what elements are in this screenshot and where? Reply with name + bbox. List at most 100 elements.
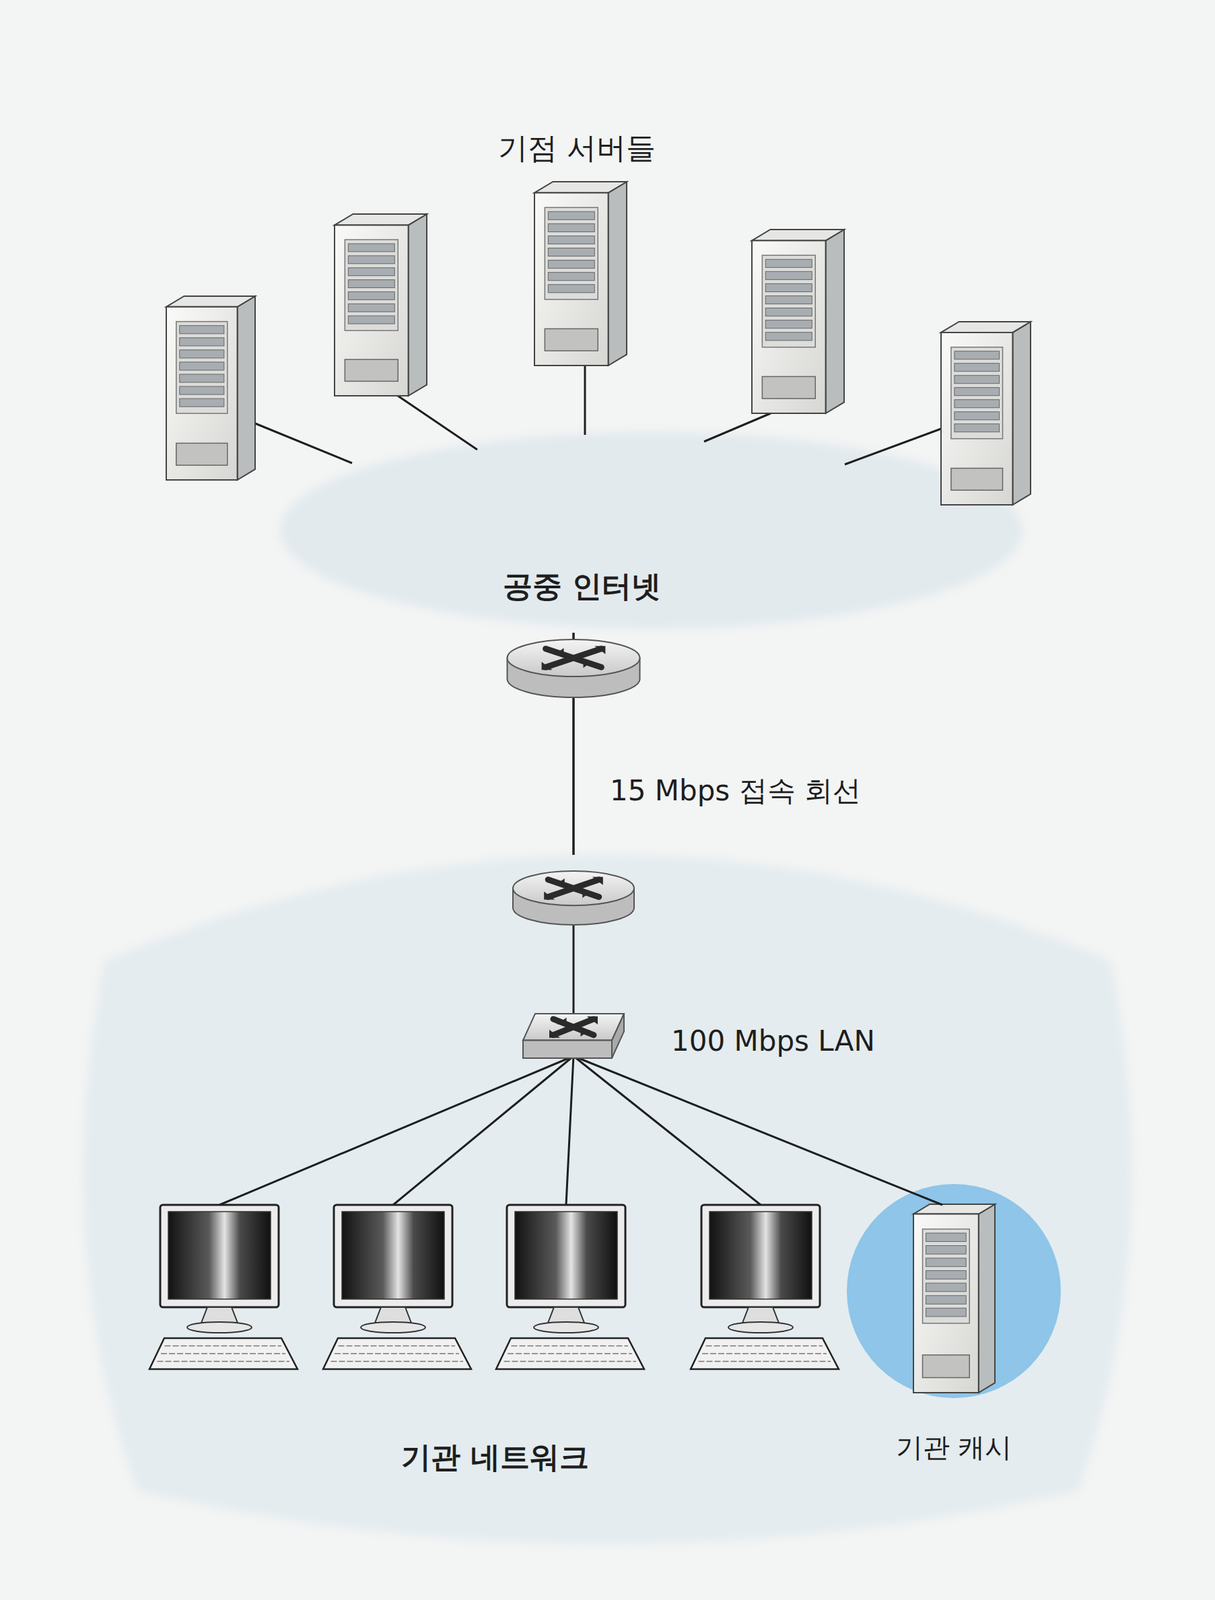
- server-slot: [179, 350, 225, 359]
- keyboard-row: [702, 1352, 827, 1355]
- monitor-base: [360, 1322, 426, 1333]
- router-arrow: [547, 879, 600, 898]
- server-slot: [926, 1282, 967, 1292]
- server-drive: [176, 442, 228, 466]
- keyboard-row: [157, 1361, 291, 1363]
- server-link: [397, 395, 478, 450]
- router-top: [507, 639, 641, 677]
- server-side: [978, 1204, 995, 1393]
- monitor-screen: [709, 1211, 812, 1300]
- lan-wires: [219, 1056, 943, 1205]
- server-top: [913, 1204, 995, 1215]
- server-link: [255, 423, 353, 464]
- monitor-screen: [514, 1211, 618, 1300]
- monitor-frame: [701, 1204, 820, 1308]
- server-top: [941, 321, 1031, 333]
- lan-wire: [393, 1056, 574, 1205]
- router-arrowhead: [541, 661, 553, 670]
- server-front: [941, 332, 1013, 505]
- router-arrow: [545, 648, 602, 668]
- switch-front: [523, 1040, 612, 1059]
- switch-side: [611, 1013, 624, 1059]
- monitor-screen: [168, 1211, 271, 1300]
- server-slot: [926, 1307, 967, 1317]
- server-slot: [926, 1258, 967, 1267]
- server-slot: [765, 308, 812, 317]
- link-speed-label: 100 Mbps LAN: [671, 1024, 876, 1058]
- server-side: [608, 181, 627, 366]
- server-slot: [954, 411, 1000, 421]
- router-arrowhead: [543, 891, 555, 900]
- server-slot: [926, 1295, 967, 1305]
- server-drive: [344, 359, 398, 381]
- host-computer: [323, 1204, 472, 1370]
- server-slot: [954, 399, 1000, 408]
- keyboard-row: [160, 1352, 286, 1355]
- keyboard-row: [164, 1345, 283, 1347]
- label-holder: 100 Mbps LAN: [671, 1024, 876, 1058]
- server-slot: [926, 1245, 967, 1255]
- server-slot: [348, 267, 395, 276]
- server-slot: [765, 295, 812, 304]
- network-cloud: 공중 인터넷: [275, 428, 1027, 633]
- label-holder: 15 Mbps 접속 회선: [609, 772, 861, 810]
- server-side: [1012, 321, 1031, 505]
- switch-top: [523, 1013, 624, 1041]
- server-slot: [765, 320, 812, 329]
- keyboard-row: [334, 1352, 460, 1355]
- cache-node: 기관 캐시: [846, 1184, 1061, 1399]
- monitor-frame: [506, 1204, 626, 1308]
- router-arrowhead: [580, 1029, 591, 1037]
- keyboard-row: [504, 1361, 637, 1363]
- router-arrowhead: [592, 877, 604, 886]
- server-slot: [954, 351, 1000, 360]
- label-holder: 기점 서버들: [498, 128, 656, 169]
- server-top: [334, 214, 427, 225]
- host-computer: [496, 1204, 645, 1370]
- router-arrowhead: [549, 1029, 561, 1038]
- lan-wire: [219, 1056, 574, 1205]
- server-panel: [176, 321, 228, 414]
- monitor-frame: [160, 1204, 279, 1308]
- server-slot: [547, 272, 595, 281]
- server-slot: [547, 223, 595, 232]
- server-slot: [348, 243, 395, 252]
- server-slot: [765, 332, 812, 341]
- lan-switch: [523, 1013, 624, 1059]
- origin-server-icon: [751, 229, 845, 414]
- router-arrow: [547, 879, 600, 898]
- server-drive: [761, 376, 816, 399]
- router-arrow: [553, 1019, 594, 1036]
- keyboard-row: [507, 1352, 633, 1355]
- server-panel: [922, 1229, 970, 1324]
- origin-server-icon: [334, 214, 427, 396]
- server-slot: [348, 303, 395, 312]
- host-computer: [149, 1204, 298, 1370]
- keyboard-row: [706, 1345, 824, 1347]
- origin-server-icon: [941, 321, 1031, 505]
- monitor-screen: [341, 1211, 445, 1300]
- host-computer: [690, 1204, 839, 1370]
- router-arrowhead: [582, 661, 593, 668]
- network-label: 공중 인터넷: [206, 566, 958, 607]
- router-arrowhead: [582, 891, 592, 898]
- server-slot: [348, 291, 395, 300]
- keyboard-row: [511, 1345, 629, 1347]
- server-side: [237, 296, 256, 480]
- server-slot: [547, 235, 595, 244]
- server-panel: [761, 255, 816, 348]
- server-slot: [926, 1233, 967, 1242]
- router-arrow: [545, 648, 602, 668]
- server-slot: [954, 375, 1000, 384]
- keyboard: [496, 1338, 645, 1370]
- server-slot: [765, 283, 812, 292]
- server-slot: [547, 260, 595, 269]
- keyboard-row: [338, 1345, 456, 1347]
- lan-wire: [566, 1056, 574, 1205]
- server-slot: [765, 271, 812, 280]
- network-label: 기관 네트워크: [0, 1437, 1043, 1478]
- server-top: [166, 296, 256, 307]
- server-panel: [344, 239, 398, 331]
